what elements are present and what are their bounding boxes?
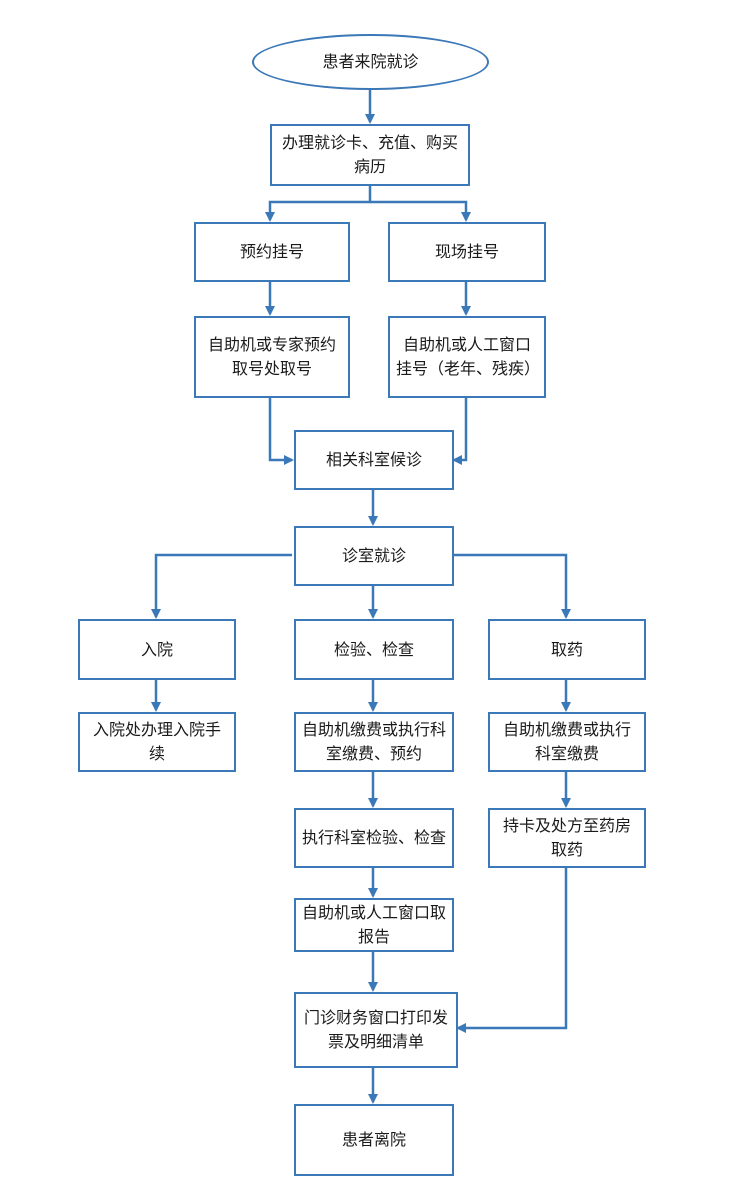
node-exam-label: 检验、检查 — [333, 639, 414, 659]
arrow-consult-to-admit — [151, 553, 292, 619]
node-admit-procedure-label: 入院处办理入院手续 — [92, 720, 221, 763]
node-med-pay-label: 自助机缴费或执行科室缴费 — [502, 720, 631, 763]
node-appointment-label: 预约挂号 — [239, 242, 304, 261]
node-med-pay: 自助机缴费或执行科室缴费 — [488, 712, 646, 772]
node-onsite-register-label: 自助机或人工窗口挂号（老年、残疾） — [396, 335, 541, 378]
node-appointment: 预约挂号 — [194, 222, 350, 282]
node-consult-label: 诊室就诊 — [341, 546, 406, 565]
node-onsite-label: 现场挂号 — [434, 242, 499, 261]
node-admit-label: 入院 — [140, 639, 173, 659]
node-exam: 检验、检查 — [294, 619, 454, 680]
node-onsite: 现场挂号 — [388, 222, 546, 282]
node-leave: 患者离院 — [294, 1104, 454, 1176]
arrow-medpickup-to-invoice — [456, 868, 568, 1033]
node-start: 患者来院就诊 — [252, 34, 489, 90]
node-medicine: 取药 — [488, 619, 646, 680]
node-wait-label: 相关科室候诊 — [325, 450, 422, 469]
node-invoice-label: 门诊财务窗口打印发票及明细清单 — [303, 1008, 448, 1051]
node-med-pickup: 持卡及处方至药房取药 — [488, 808, 646, 868]
arrow-pickup-to-wait — [268, 398, 294, 465]
node-exam-pay-label: 自助机缴费或执行科室缴费、预约 — [302, 720, 447, 763]
node-consult: 诊室就诊 — [294, 526, 454, 586]
node-card: 办理就诊卡、充值、购买病历 — [270, 124, 470, 186]
node-exam-do-label: 执行科室检验、检查 — [302, 828, 447, 847]
arrow-register-to-wait — [452, 398, 468, 465]
node-appt-pickup-label: 自助机或专家预约取号处取号 — [207, 335, 336, 378]
node-report: 自助机或人工窗口取报告 — [294, 898, 454, 952]
node-start-label: 患者来院就诊 — [322, 52, 419, 71]
node-admit-procedure: 入院处办理入院手续 — [78, 712, 236, 772]
node-card-label: 办理就诊卡、充值、购买病历 — [281, 133, 458, 176]
arrow-consult-to-medicine — [454, 553, 571, 619]
node-appt-pickup: 自助机或专家预约取号处取号 — [194, 316, 350, 398]
node-invoice: 门诊财务窗口打印发票及明细清单 — [294, 992, 458, 1068]
node-med-pickup-label: 持卡及处方至药房取药 — [502, 816, 631, 859]
node-exam-pay: 自助机缴费或执行科室缴费、预约 — [294, 712, 454, 772]
node-admit: 入院 — [78, 619, 236, 680]
node-onsite-register: 自助机或人工窗口挂号（老年、残疾） — [388, 316, 546, 398]
node-exam-do: 执行科室检验、检查 — [294, 808, 454, 868]
arrow-card-split — [265, 186, 372, 222]
node-medicine-label: 取药 — [550, 639, 583, 659]
node-wait: 相关科室候诊 — [294, 430, 454, 490]
node-report-label: 自助机或人工窗口取报告 — [302, 903, 447, 946]
arrow-card-split-right — [370, 200, 471, 222]
node-leave-label: 患者离院 — [341, 1130, 406, 1149]
